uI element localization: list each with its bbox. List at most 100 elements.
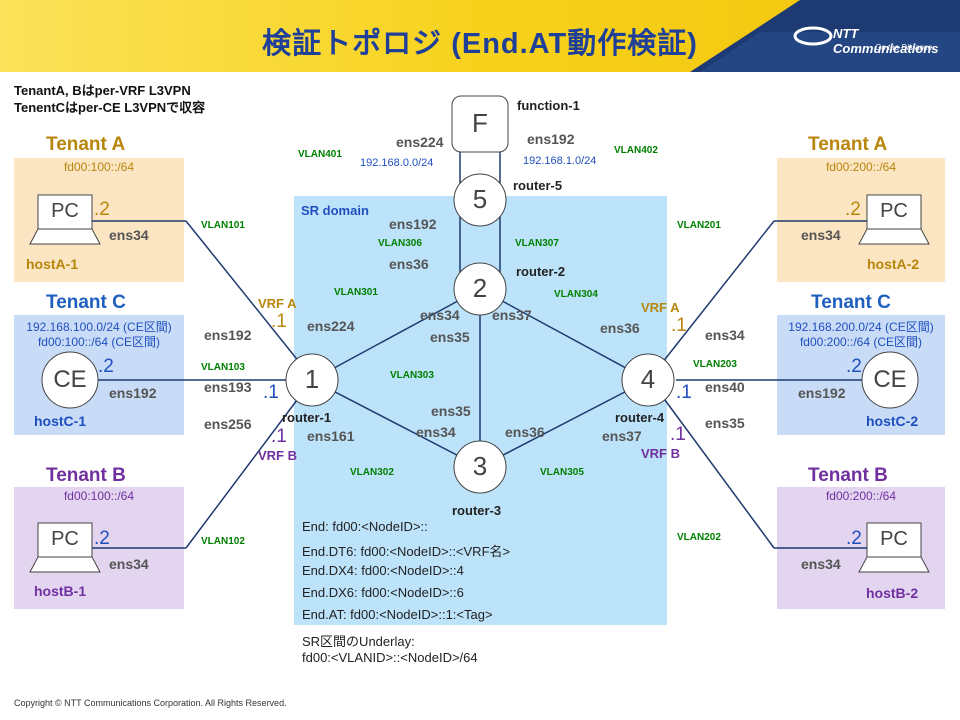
r5-ens192: ens192: [527, 131, 575, 147]
pc-keyboard-hosta1: [29, 228, 101, 245]
router-2-name: router-2: [516, 264, 566, 279]
router-1-node[interactable]: [285, 353, 339, 407]
tenant-b-left-title: Tenant B: [46, 465, 126, 486]
vlan-101-label: VLAN101: [201, 220, 245, 231]
tenant-c-right-prefix-v6: fd00:200::/64 (CE区間): [799, 335, 923, 349]
router-3-name: router-3: [452, 503, 502, 518]
r1-ens161: ens161: [307, 428, 355, 444]
link-r3-r4: [479, 379, 649, 468]
pc-label-hosta2: PC: [880, 200, 908, 222]
r2-ens192: ens192: [389, 216, 437, 232]
tenant-c-left-title: Tenant C: [46, 292, 126, 313]
sid-end-at: End.AT: fd00:<NodeID>::1:<Tag>: [302, 607, 493, 622]
tenant-a-left-title: Tenant A: [46, 134, 126, 155]
r3-ens34: ens34: [416, 424, 456, 440]
pc-icon-hosta2[interactable]: [866, 194, 922, 230]
hostb2-addr: .2: [846, 528, 862, 549]
function-1-id: F: [472, 108, 488, 138]
link-hostb1-r1: [185, 395, 301, 549]
sr-domain-label: SR domain: [301, 203, 369, 218]
r1-vrf-b-addr: .1: [271, 426, 287, 447]
sid-end-dx6: End.DX6: fd00:<NodeID>::6: [302, 585, 464, 600]
router-5-name: router-5: [513, 178, 563, 193]
sid-end-dt6: End.DT6: fd00:<NodeID>::<VRF名>: [302, 544, 511, 559]
hosta1-iface: ens34: [109, 227, 149, 243]
ce-right-node[interactable]: [861, 351, 919, 409]
pc-label-hostb2: PC: [880, 528, 908, 550]
link-r1-r2: [311, 288, 481, 381]
link-r2-r4: [479, 288, 649, 381]
r2-ens35: ens35: [430, 329, 470, 345]
router-1-name: router-1: [282, 410, 332, 425]
r1-c-addr: .1: [263, 382, 279, 403]
link-hosta1-r1: [185, 220, 301, 364]
r1-vrf-b-label: VRF B: [258, 448, 297, 463]
function-1-name: function-1: [517, 98, 580, 113]
logo-text: NTT Communications: [833, 26, 939, 56]
r4-ens40: ens40: [705, 379, 745, 395]
link-hostb2-r4: [661, 395, 775, 549]
sid-end: End: fd00:<NodeID>::: [302, 519, 428, 534]
pc-icon-hosta1[interactable]: [37, 194, 93, 230]
router-3-node[interactable]: [453, 440, 507, 494]
vlan-303-label: VLAN303: [390, 370, 434, 381]
r2-ens36: ens36: [389, 256, 429, 272]
vlan-306-label: VLAN306: [378, 238, 422, 249]
hosta1-name: hostA-1: [26, 256, 79, 272]
vlan-103-label: VLAN103: [201, 362, 245, 373]
r2-ens34: ens34: [420, 307, 460, 323]
pc-icon-hostb1[interactable]: [37, 522, 93, 558]
router-2-node[interactable]: [453, 262, 507, 316]
hostc2-name: hostC-2: [866, 413, 919, 429]
vlan-203-label: VLAN203: [693, 359, 737, 370]
vlan-307-label: VLAN307: [515, 238, 559, 249]
vlan-305-label: VLAN305: [540, 467, 584, 478]
pc-keyboard-hostb1: [29, 556, 101, 573]
pc-keyboard-hostb2: [858, 556, 930, 573]
hostc1-iface: ens192: [109, 385, 157, 401]
router-5-node[interactable]: [453, 173, 507, 227]
router-4-node[interactable]: [621, 353, 675, 407]
vlan-401-label: VLAN401: [298, 149, 342, 160]
router-5-id: 5: [472, 184, 488, 214]
pc-icon-hostb2[interactable]: [866, 522, 922, 558]
logo-tagline: Go the Distance.: [875, 43, 935, 52]
hostb1-iface: ens34: [109, 556, 149, 572]
tenant-c-left-prefix-v4: 192.168.100.0/24 (CE区間): [26, 320, 172, 334]
r4-ens35: ens35: [705, 415, 745, 431]
hosta1-addr: .2: [94, 199, 110, 220]
r4-vrf-b-addr: .1: [670, 424, 686, 445]
hosta2-iface: ens34: [801, 227, 841, 243]
r5-ens224: ens224: [396, 134, 444, 150]
tenant-c-left-prefix-v6: fd00:100::/64 (CE区間): [37, 335, 161, 349]
sid-end-dx4: End.DX4: fd00:<NodeID>::4: [302, 563, 464, 578]
router-3-id: 3: [472, 451, 488, 481]
hostc2-addr: .2: [846, 356, 862, 377]
hosta2-addr: .2: [845, 199, 861, 220]
hostb1-name: hostB-1: [34, 583, 87, 599]
hostc2-iface: ens192: [798, 385, 846, 401]
underlay-line-1: SR区間のUnderlay:: [302, 634, 415, 649]
vlan-304-label: VLAN304: [554, 289, 598, 300]
vlan-302-label: VLAN302: [350, 467, 394, 478]
slide-title: 検証トポロジ (End.AT動作検証): [262, 28, 698, 60]
r4-c-addr: .1: [676, 382, 692, 403]
header-bar: [0, 0, 960, 72]
note-line-2: TenentCはper-CE L3VPNで収容: [14, 100, 206, 115]
underlay-line-2: fd00:<VLANID>::<NodeID>/64: [302, 650, 478, 665]
pc-label-hostb1: PC: [51, 528, 79, 550]
router-2-id: 2: [472, 273, 488, 303]
r4-ens36: ens36: [600, 320, 640, 336]
subnet-right: 192.168.1.0/24: [523, 155, 597, 167]
function-1-node[interactable]: [451, 95, 509, 153]
r1-vrf-a-addr: .1: [271, 311, 287, 332]
pc-label-hosta1: PC: [51, 200, 79, 222]
r4-vrf-a-label: VRF A: [641, 300, 680, 315]
ce-left-node[interactable]: [41, 351, 99, 409]
footer-copyright: Copyright © NTT Communications Corporati…: [14, 698, 287, 708]
r1-ens224: ens224: [307, 318, 355, 334]
r3-ens35: ens35: [431, 403, 471, 419]
r1-vrf-a-label: VRF A: [258, 296, 297, 311]
vlan-301-label: VLAN301: [334, 287, 378, 298]
